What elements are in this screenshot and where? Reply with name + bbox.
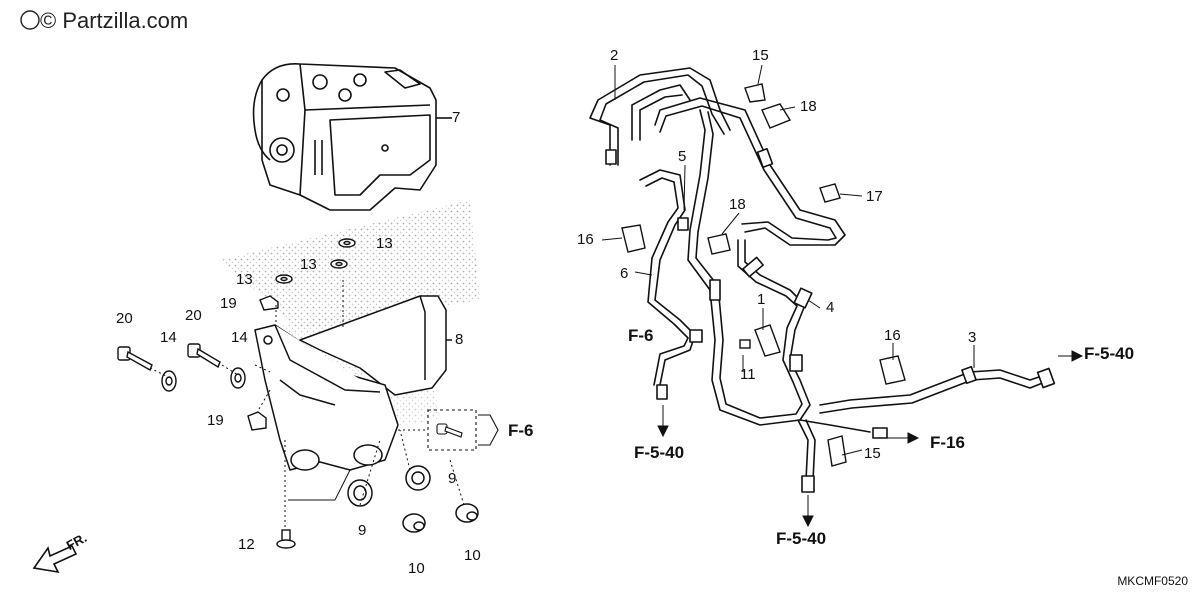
ref-f6[interactable]: F-6 bbox=[508, 421, 534, 440]
ref-f-16[interactable]: F-16 bbox=[930, 433, 965, 452]
callout-7[interactable]: 7 bbox=[452, 109, 461, 126]
callout-19[interactable]: 19 bbox=[207, 412, 224, 429]
ref-f-5-40[interactable]: F-5-40 bbox=[776, 529, 827, 548]
brake-pipe-assembly[interactable] bbox=[589, 67, 1056, 493]
washer-14a[interactable] bbox=[161, 370, 177, 392]
front-arrow-icon bbox=[32, 544, 78, 574]
callout-20[interactable]: 20 bbox=[116, 310, 133, 327]
nut-13a[interactable] bbox=[338, 238, 356, 248]
collar-right[interactable] bbox=[455, 503, 479, 523]
callout-11[interactable]: 11 bbox=[740, 366, 756, 383]
callout-14[interactable]: 14 bbox=[160, 329, 177, 346]
callout-13[interactable]: 13 bbox=[376, 235, 393, 252]
callout-10[interactable]: 10 bbox=[408, 560, 425, 577]
copyright-icon bbox=[20, 10, 40, 30]
callout-9[interactable]: 9 bbox=[448, 470, 457, 487]
clip-15a[interactable] bbox=[744, 83, 766, 103]
bolt-11[interactable] bbox=[739, 324, 781, 357]
clamp-18a[interactable] bbox=[761, 103, 792, 129]
callout-13[interactable]: 13 bbox=[236, 271, 253, 288]
callout-16[interactable]: 16 bbox=[884, 327, 901, 344]
clip-17[interactable] bbox=[819, 183, 841, 203]
washer-14b[interactable] bbox=[230, 367, 246, 389]
nut-13b[interactable] bbox=[275, 274, 293, 284]
clip-15b[interactable] bbox=[827, 435, 847, 467]
callout-2[interactable]: 2 bbox=[610, 47, 619, 64]
callout-8[interactable]: 8 bbox=[455, 331, 464, 348]
diagram-code: MKCMF0520 bbox=[1117, 574, 1188, 588]
nut-13c[interactable] bbox=[330, 259, 348, 269]
callout-15[interactable]: 15 bbox=[752, 47, 769, 64]
callout-19[interactable]: 19 bbox=[220, 295, 237, 312]
callout-18[interactable]: 18 bbox=[800, 98, 817, 115]
callout-9[interactable]: 9 bbox=[358, 522, 367, 539]
clip-19b[interactable] bbox=[247, 411, 267, 431]
leader-lines-right bbox=[601, 64, 1084, 528]
watermark: © Partzilla.com bbox=[40, 8, 189, 33]
callout-18[interactable]: 18 bbox=[729, 196, 746, 213]
bolt-12[interactable] bbox=[276, 529, 296, 549]
clip-19a[interactable] bbox=[259, 295, 279, 311]
callout-13[interactable]: 13 bbox=[300, 256, 317, 273]
clip-16a[interactable] bbox=[621, 224, 646, 253]
abs-modulator-unit[interactable] bbox=[252, 63, 452, 211]
clip-16b[interactable] bbox=[879, 355, 906, 385]
grommet-right[interactable] bbox=[405, 465, 431, 491]
collar-left[interactable] bbox=[402, 513, 426, 533]
f6-bolt-box bbox=[427, 409, 499, 451]
ref-f6[interactable]: F-6 bbox=[628, 326, 654, 345]
bolt-20b[interactable] bbox=[187, 343, 221, 369]
callout-15[interactable]: 15 bbox=[864, 445, 881, 462]
callout-16[interactable]: 16 bbox=[577, 231, 594, 248]
callout-4[interactable]: 4 bbox=[826, 299, 835, 316]
modulator-cover[interactable] bbox=[299, 295, 452, 396]
callout-12[interactable]: 12 bbox=[238, 536, 255, 553]
ref-f-5-40[interactable]: F-5-40 bbox=[1084, 344, 1135, 363]
callout-1[interactable]: 1 bbox=[757, 291, 766, 308]
clamp-18b[interactable] bbox=[707, 233, 731, 255]
callout-5[interactable]: 5 bbox=[678, 148, 687, 165]
grommet-left[interactable] bbox=[347, 479, 373, 507]
callout-14[interactable]: 14 bbox=[231, 329, 248, 346]
callout-17[interactable]: 17 bbox=[866, 188, 883, 205]
callout-20[interactable]: 20 bbox=[185, 307, 202, 324]
bolt-20a[interactable] bbox=[117, 346, 153, 372]
callout-3[interactable]: 3 bbox=[968, 329, 977, 346]
ref-f-5-40[interactable]: F-5-40 bbox=[634, 443, 685, 462]
abs-bracket[interactable] bbox=[254, 324, 399, 471]
callout-6[interactable]: 6 bbox=[620, 265, 629, 282]
callout-10[interactable]: 10 bbox=[464, 547, 481, 564]
leader-lines-left bbox=[149, 280, 465, 528]
